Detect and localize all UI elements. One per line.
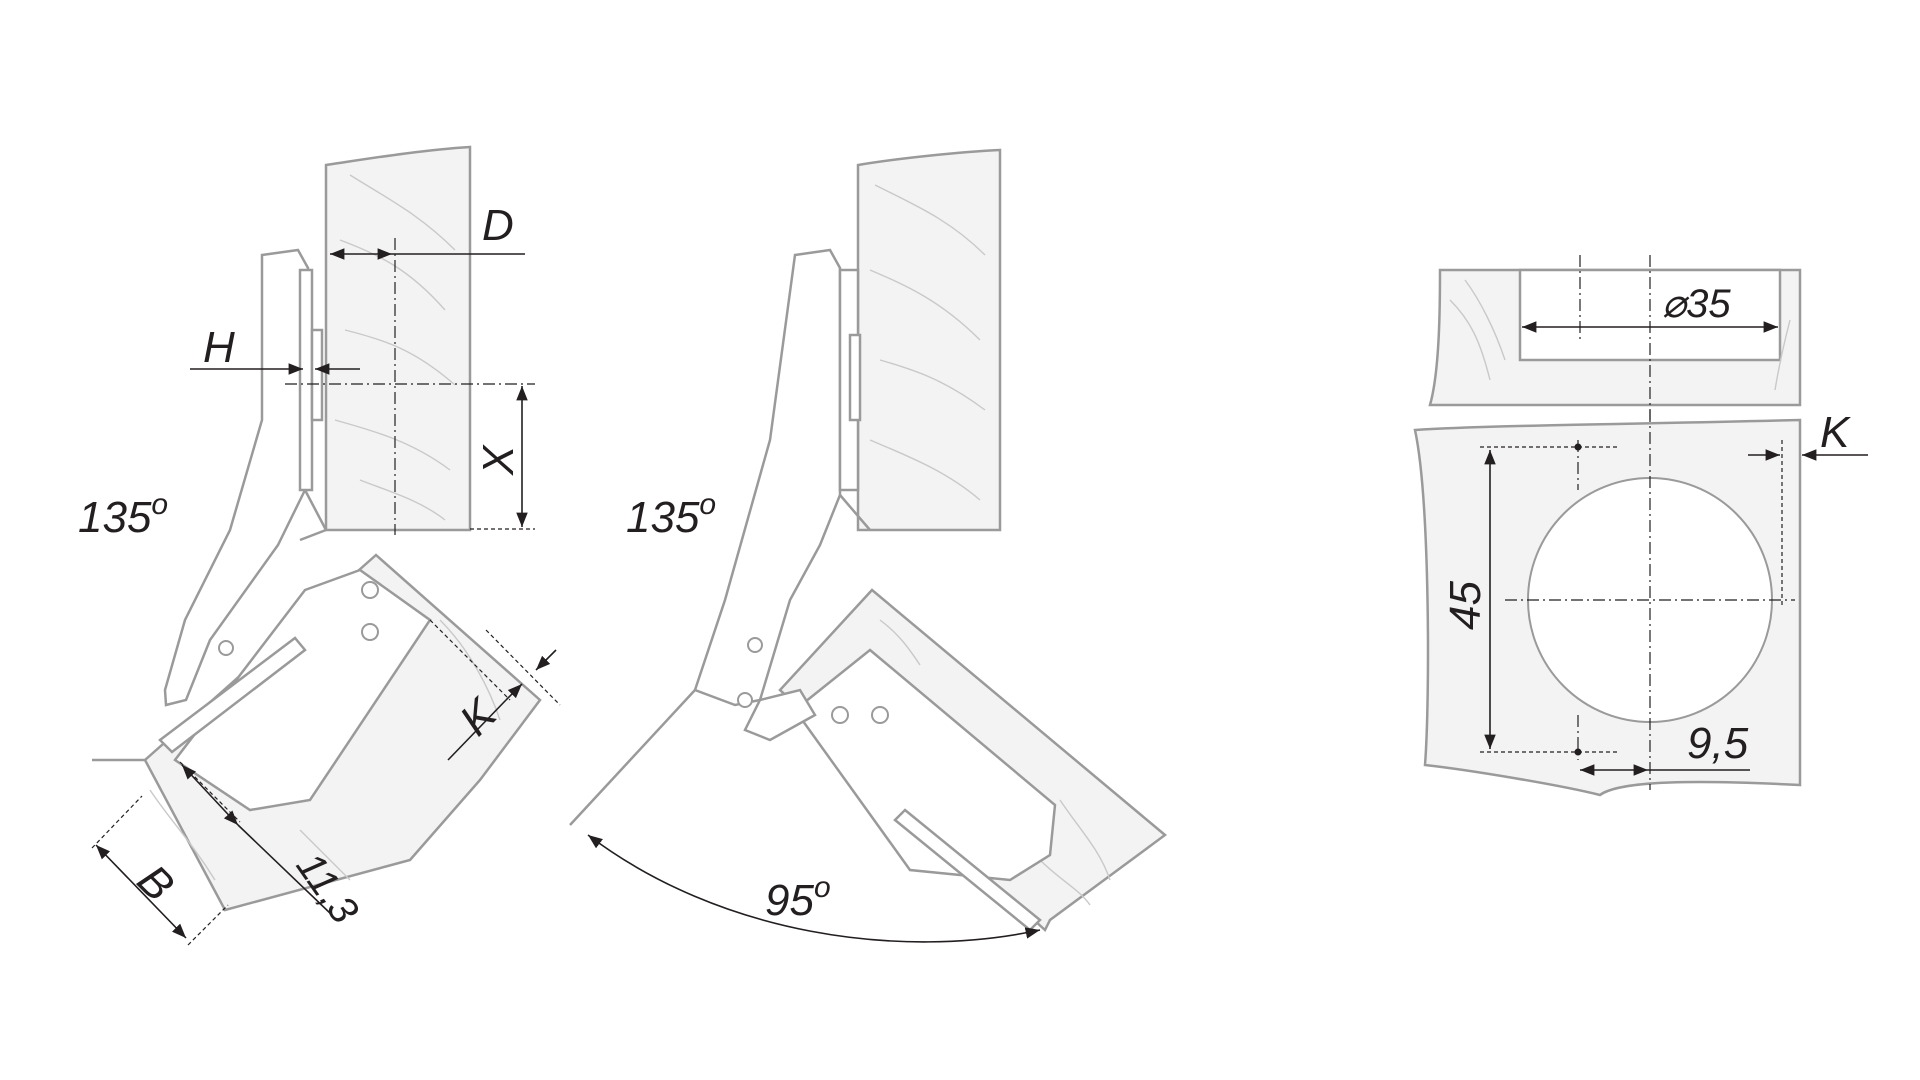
- left-cup-screw-1: [361, 581, 379, 599]
- middle-cup-screw-2: [871, 706, 889, 724]
- middle-link: [743, 688, 817, 742]
- left-cup-screw-2: [361, 623, 379, 641]
- label-9-5: 9,5: [1687, 719, 1749, 768]
- dim-11-3-line: [181, 764, 239, 826]
- left-plate-screw: [310, 328, 324, 422]
- left-knuckle-line: [299, 528, 327, 542]
- label-angle-mid: 135o: [626, 488, 716, 542]
- left-hinge-cup-flange: [158, 636, 307, 754]
- middle-hinge-view: 95o 135o: [569, 148, 1168, 943]
- label-b: B: [128, 855, 183, 910]
- b-ext-1: [91, 795, 143, 849]
- left-knuckle-edge: [303, 489, 328, 531]
- angle-open-arc: [587, 834, 1041, 943]
- label-h: H: [203, 323, 235, 372]
- label-x: X: [474, 444, 523, 476]
- k-left-leader: [447, 699, 507, 761]
- k-left-ext-1: [429, 619, 511, 701]
- middle-cabinet-panel: [856, 148, 1002, 532]
- label-k-right: K: [1820, 408, 1851, 457]
- label-diameter: ⌀35: [1662, 282, 1731, 326]
- dim-11-3-leader: [237, 824, 333, 916]
- label-angle-open: 95o: [765, 871, 831, 925]
- middle-cup-screw-1: [831, 706, 849, 724]
- middle-arm-rivet-1: [747, 637, 763, 653]
- middle-plate-screw: [848, 333, 862, 422]
- middle-cabinet-grain: [869, 184, 986, 501]
- k-left-arrow-1: [505, 683, 523, 701]
- middle-arc-start-line: [569, 689, 696, 826]
- left-hinge-view: D H X K B 11,3 135o: [78, 145, 561, 946]
- label-45: 45: [1441, 581, 1490, 630]
- left-cabinet-grain: [334, 174, 456, 521]
- k-left-ext-2: [485, 629, 561, 706]
- middle-knuckle-line: [839, 494, 871, 531]
- left-arm-rivet: [218, 640, 234, 656]
- left-cabinet-panel: [324, 145, 472, 532]
- right-top-grain: [1449, 279, 1791, 391]
- middle-arm-rivet-2: [737, 692, 753, 708]
- middle-door-grain: [879, 619, 1111, 906]
- dim-b-line: [95, 844, 187, 939]
- b-ext-2: [187, 904, 229, 946]
- label-angle-left: 135o: [78, 488, 168, 542]
- left-mounting-plate: [298, 268, 314, 492]
- right-drilling-view: ⌀35 45 9,5 K: [1413, 255, 1868, 797]
- middle-hinge-arm: [693, 248, 842, 707]
- label-d: D: [482, 201, 514, 250]
- k-left-arrow-2: [535, 649, 557, 671]
- left-hinge-arm: [163, 248, 310, 707]
